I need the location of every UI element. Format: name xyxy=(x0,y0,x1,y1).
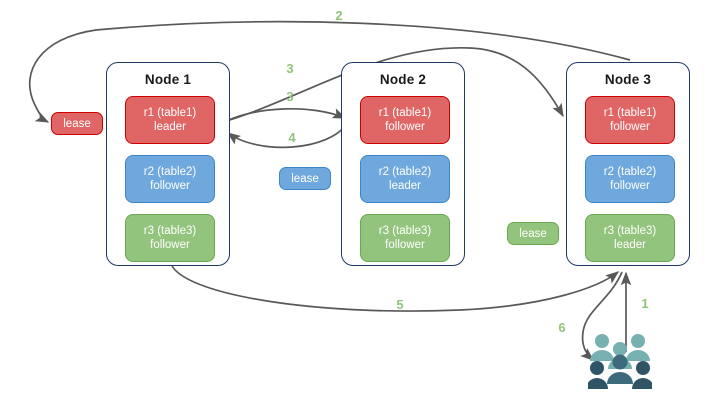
replica-role: leader xyxy=(614,239,646,251)
replica-name: r3 (table3) xyxy=(143,225,197,237)
replica-role: leader xyxy=(389,180,421,192)
replica-name: r3 (table3) xyxy=(603,225,657,237)
node-title: Node 3 xyxy=(604,72,652,87)
step-label-4: 4 xyxy=(288,130,296,145)
replica-role: follower xyxy=(610,121,650,133)
replica-name: r2 (table2) xyxy=(378,166,432,178)
replica-role: follower xyxy=(610,180,650,192)
node-box-node1[interactable]: Node 1 r1 (table1) leader r2 (table2) fo… xyxy=(106,62,230,266)
replica-role: follower xyxy=(150,180,190,192)
step-label-2: 2 xyxy=(335,8,343,23)
node-title: Node 2 xyxy=(379,72,427,87)
replica-node1-r2[interactable]: r2 (table2) follower xyxy=(125,155,215,203)
replica-role: leader xyxy=(154,121,186,133)
replica-node1-r1[interactable]: r1 (table1) leader xyxy=(125,96,215,144)
replica-name: r3 (table3) xyxy=(378,225,432,237)
replica-role: follower xyxy=(385,121,425,133)
lease-chip-green[interactable]: lease xyxy=(507,222,559,245)
step-label-3b: 3 xyxy=(286,89,294,104)
replica-name: r1 (table1) xyxy=(603,107,657,119)
step-label-3a: 3 xyxy=(286,61,294,76)
arrow-step-3-to-node2 xyxy=(220,107,347,125)
replica-name: r1 (table1) xyxy=(378,107,432,119)
replica-node2-r3[interactable]: r3 (table3) follower xyxy=(360,214,450,262)
step-label-5: 5 xyxy=(396,297,404,312)
replica-node1-r3[interactable]: r3 (table3) follower xyxy=(125,214,215,262)
node-title: Node 1 xyxy=(144,72,192,87)
replica-node3-r1[interactable]: r1 (table1) follower xyxy=(585,96,675,144)
step-label-1: 1 xyxy=(641,296,649,311)
replica-role: follower xyxy=(385,239,425,251)
lease-chip-blue[interactable]: lease xyxy=(279,167,331,190)
replica-node2-r1[interactable]: r1 (table1) follower xyxy=(360,96,450,144)
node-box-node2[interactable]: Node 2 r1 (table1) follower r2 (table2) … xyxy=(341,62,465,266)
replica-role: follower xyxy=(150,239,190,251)
replica-name: r2 (table2) xyxy=(603,166,657,178)
lease-chip-red[interactable]: lease xyxy=(51,112,103,135)
replica-node2-r2[interactable]: r2 (table2) leader xyxy=(360,155,450,203)
replica-node3-r3[interactable]: r3 (table3) leader xyxy=(585,214,675,262)
step-label-6: 6 xyxy=(558,320,566,335)
node-box-node3[interactable]: Node 3 r1 (table1) follower r2 (table2) … xyxy=(566,62,690,266)
clients-people-icon xyxy=(588,334,652,389)
replica-name: r1 (table1) xyxy=(143,107,197,119)
replica-node3-r2[interactable]: r2 (table2) follower xyxy=(585,155,675,203)
replica-name: r2 (table2) xyxy=(143,166,197,178)
